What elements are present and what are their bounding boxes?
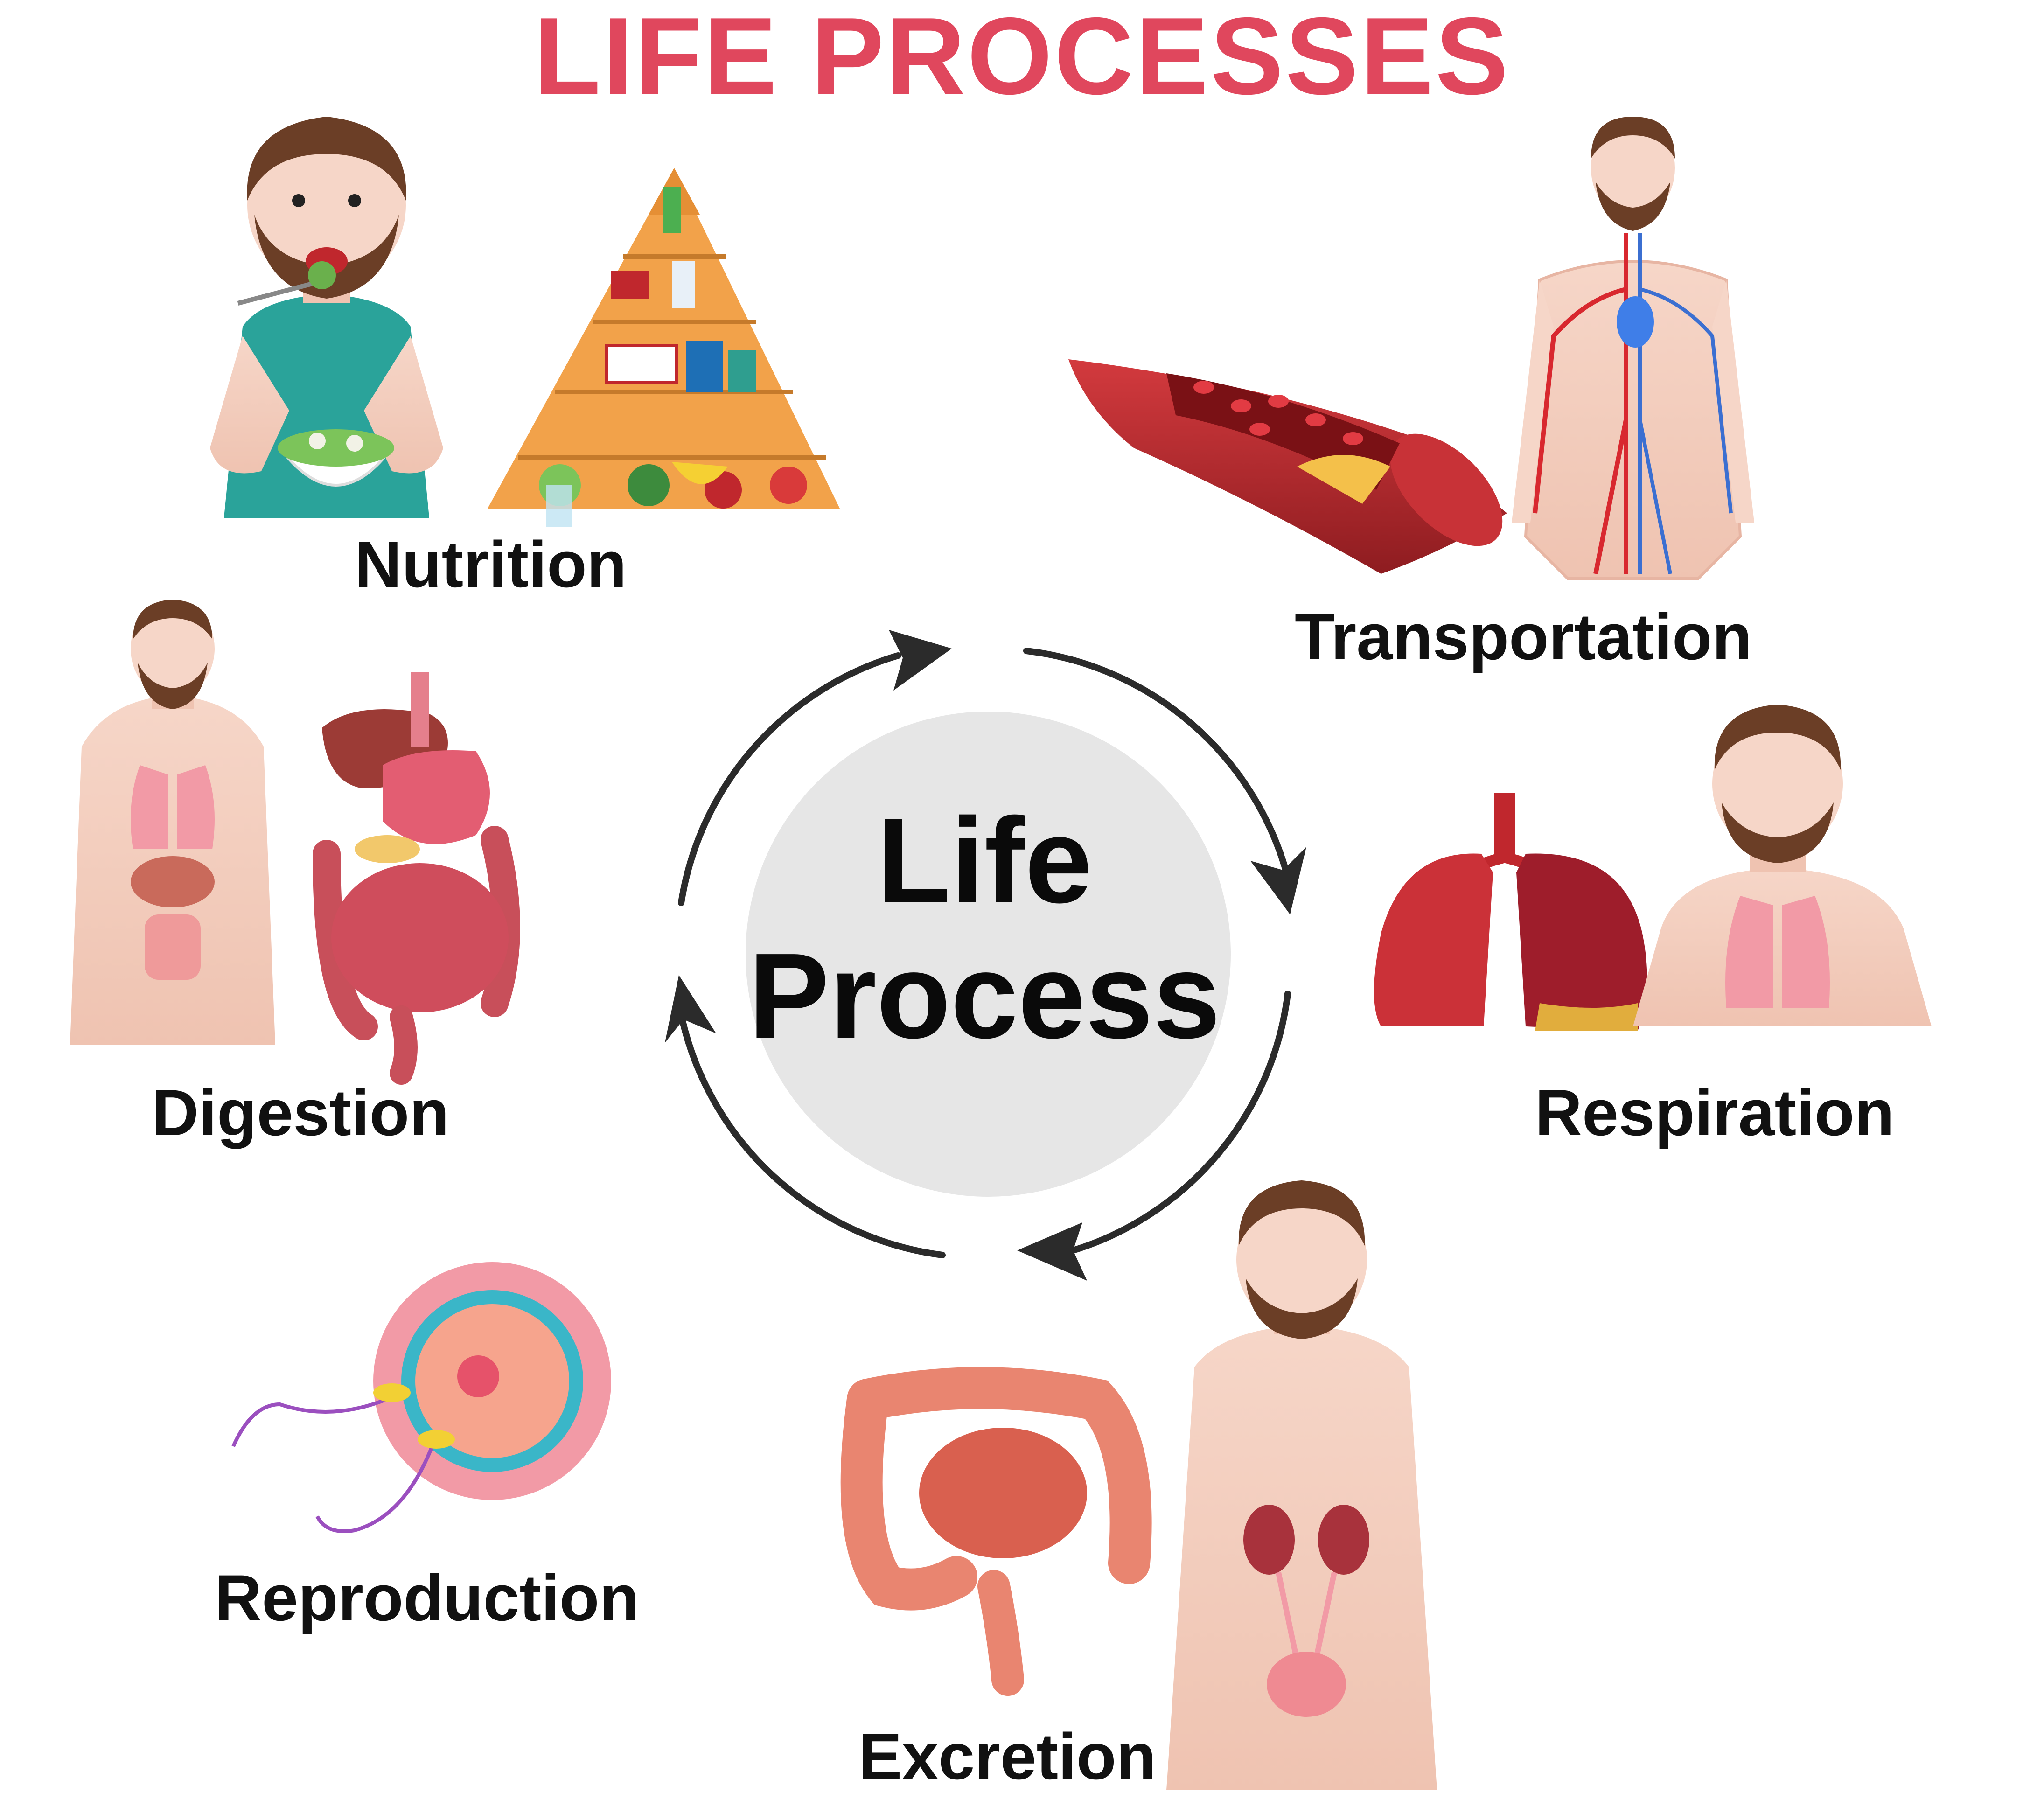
lungs-icon bbox=[1374, 793, 1647, 1031]
respiratory-man-icon bbox=[1633, 705, 1932, 1026]
label-reproduction: Reproduction bbox=[215, 1561, 639, 1634]
center-label-line1: Life bbox=[876, 793, 1093, 928]
cycle-arrows bbox=[678, 648, 1291, 1258]
egg-and-sperm-icon bbox=[231, 1262, 611, 1533]
arrow-heads bbox=[665, 630, 1306, 1281]
digestive-man-icon bbox=[70, 600, 275, 1045]
label-excretion: Excretion bbox=[858, 1720, 1156, 1793]
page-title: LIFE PROCESSES bbox=[533, 0, 1511, 117]
arrowhead-bottom bbox=[1017, 1222, 1087, 1281]
arrow-arc-bottom-left bbox=[678, 1012, 946, 1258]
man-eating-salad-icon bbox=[210, 117, 443, 518]
label-nutrition: Nutrition bbox=[355, 528, 627, 601]
label-respiration: Respiration bbox=[1535, 1076, 1895, 1149]
urinary-system-man-icon bbox=[1166, 1180, 1437, 1790]
arrowhead-right bbox=[1250, 847, 1306, 914]
arrowhead-top bbox=[889, 630, 952, 691]
arrow-arc-top-left bbox=[678, 652, 901, 906]
food-pyramid-icon bbox=[488, 168, 840, 527]
center-label-line2: Process bbox=[748, 928, 1221, 1064]
arrow-arc-bottom-right bbox=[1070, 991, 1291, 1254]
digestive-organs-icon bbox=[313, 672, 520, 1085]
label-digestion: Digestion bbox=[152, 1076, 449, 1149]
blood-vessel-icon bbox=[1068, 359, 1507, 574]
center-label: Life Process bbox=[728, 793, 1241, 1064]
label-transportation: Transportation bbox=[1295, 600, 1752, 673]
arrow-arc-top-right bbox=[1023, 648, 1291, 880]
arrowhead-left bbox=[665, 975, 716, 1043]
circulatory-system-man-icon bbox=[1512, 117, 1754, 580]
center-circle bbox=[746, 712, 1231, 1197]
large-intestine-icon bbox=[840, 1367, 1152, 1696]
